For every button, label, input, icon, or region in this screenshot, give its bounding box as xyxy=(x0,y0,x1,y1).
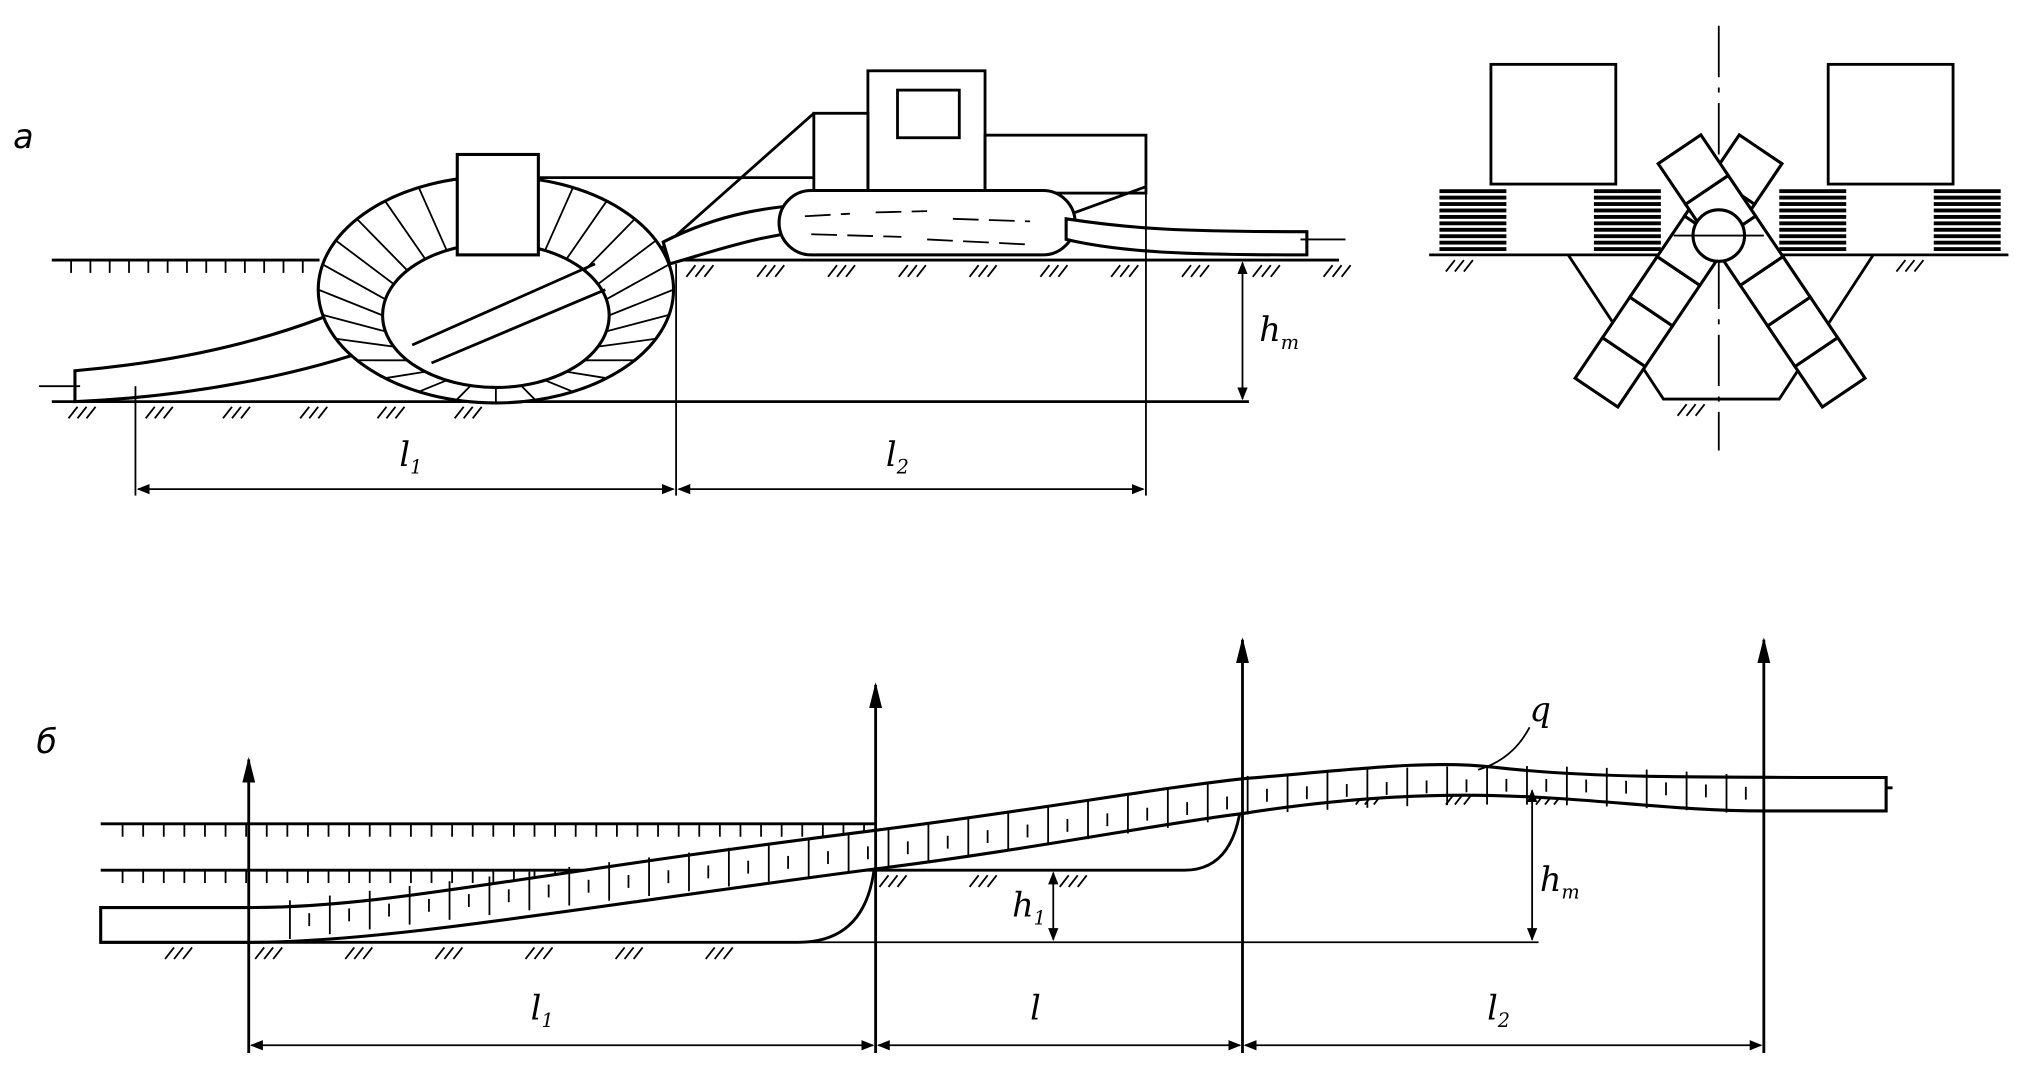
dim-l2-label: l2 xyxy=(886,435,909,479)
trench-wall-hatching xyxy=(70,260,304,273)
tracks-section xyxy=(1439,189,2001,252)
pipelayer-tractor xyxy=(538,69,1148,256)
cabin-window xyxy=(896,88,961,140)
dim-l-label: l xyxy=(1030,989,1041,1028)
left-bucket-chain xyxy=(1573,132,1785,410)
figure-a-side-view: а xyxy=(13,69,1352,496)
wheel-buckets xyxy=(317,176,674,403)
ground-hatching xyxy=(67,264,1352,419)
track xyxy=(777,188,1077,257)
pipe-coating-segments xyxy=(289,765,1747,939)
pipe-right xyxy=(1064,217,1309,257)
pipeline xyxy=(99,762,1888,944)
load-q-label: q xyxy=(1530,690,1551,729)
dim-h-label: hт xyxy=(1259,310,1299,354)
figure-b-profile: б q l1 l l2 h1 hт xyxy=(36,637,1893,1053)
figure-a-cross-section xyxy=(1429,25,2009,451)
pipe-through-wheel xyxy=(411,262,606,365)
figure-a-label: а xyxy=(13,117,34,156)
wheel-drive-box xyxy=(455,152,540,257)
dim-h1-label: h1 xyxy=(1012,886,1046,930)
load-leader xyxy=(1477,726,1531,771)
figure-b-label: б xyxy=(36,722,57,761)
dim-l2-label: l2 xyxy=(1487,989,1510,1033)
dim-l1-label: l1 xyxy=(531,989,554,1033)
trencher-wheel-inner xyxy=(381,241,611,390)
boom xyxy=(653,112,815,256)
dim-h-label: hт xyxy=(1540,860,1580,904)
dim-l1-label: l1 xyxy=(399,435,422,479)
